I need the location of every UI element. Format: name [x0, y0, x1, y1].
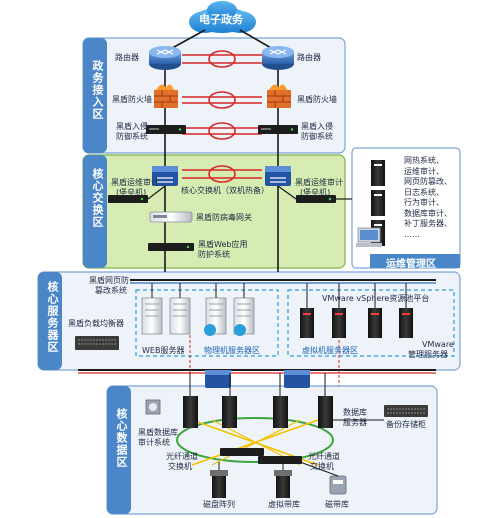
- zone-server-title: 核心服务器区: [46, 281, 59, 353]
- core-switch-left-icon: [152, 166, 178, 186]
- waf-icon: [148, 243, 194, 251]
- core-switch-label: 核心交换机（双机热备）: [181, 186, 269, 195]
- vm-zone-label: 虚拟机服务器区: [302, 346, 358, 355]
- bastion-right-label-line1: 黑盾运维审计: [295, 178, 343, 187]
- ops-item: 补丁服务器、: [404, 219, 452, 228]
- ops-item: 行为审计、: [404, 198, 444, 207]
- tape-library-label: 磁带库: [325, 500, 349, 509]
- vmware-mgmt-label-line2: 管理服务器: [408, 350, 448, 359]
- san-switch-left-icon: [205, 370, 231, 388]
- db-server-label-line1: 数据库: [343, 408, 367, 417]
- waf-label-line2: 防护系统: [198, 250, 230, 259]
- server-bus: [78, 279, 436, 374]
- db-node-1-icon: [183, 396, 198, 428]
- trunk-lines: [164, 60, 279, 272]
- router-left-icon: [149, 46, 181, 70]
- load-balancer-icon: [75, 336, 119, 350]
- web-server-1-icon: [141, 297, 163, 335]
- server-drops: [151, 283, 407, 308]
- ids-label-line1: 黑盾入侵: [116, 122, 148, 131]
- router-label: 路由器: [115, 53, 139, 62]
- fc-left-label-line1: 光纤通道: [166, 452, 198, 461]
- bastion-left-label-line2: (堡垒机): [116, 188, 147, 197]
- core-switch-right-icon: [265, 166, 291, 186]
- db-audit-icon: [145, 399, 161, 415]
- tape-library-icon: [329, 475, 347, 495]
- ha-red-links: [182, 50, 262, 183]
- zone-exchange-title: 核心交换区: [91, 168, 104, 228]
- vtl-icon: [274, 470, 292, 498]
- cloud-label: 电子政务: [199, 13, 243, 26]
- fc-left-label-line2: 交换机: [168, 462, 192, 471]
- ops-item: 日志系统、: [404, 187, 444, 197]
- vmware-mgmt-label-line1: VMware: [422, 340, 454, 349]
- ops-item: ……: [404, 229, 420, 239]
- bastion-right-label-line2: (堡垒机): [300, 188, 331, 197]
- physical-server-2-icon: [233, 297, 255, 336]
- load-balancer-label: 黑盾负载均衡器: [68, 319, 124, 328]
- ids-right-label-line2: 防御系统: [301, 132, 333, 141]
- san-switch-right-icon: [284, 370, 310, 388]
- vm-server-3-icon: [368, 308, 382, 338]
- ids-label-line2: 防御系统: [116, 132, 148, 141]
- ops-workstation-icon: [356, 227, 382, 247]
- fc-right-label-line1: 光纤通道: [308, 452, 340, 461]
- storage-links: [218, 461, 339, 477]
- ops-item: 网热系统、: [404, 156, 444, 165]
- fc-switch-left-icon: [220, 448, 264, 456]
- ops-item: 数据库审计、: [404, 208, 452, 218]
- vtl-label: 虚拟带库: [268, 500, 300, 509]
- firewall-label: 黑盾防火墙: [112, 95, 152, 104]
- db-audit-label-line2: 审计系统: [138, 438, 170, 447]
- zone-ops-title: 运维管理区: [386, 259, 436, 270]
- db-node-3-icon: [273, 396, 288, 428]
- bastion-left-label-line1: 黑盾运维审计: [111, 178, 159, 187]
- vm-server-2-icon: [332, 308, 346, 338]
- bastion-right-icon: [296, 195, 336, 203]
- backup-label: 备份存储柜: [386, 420, 426, 429]
- zone-data-title: 核心数据区: [115, 408, 128, 468]
- db-audit-label-line1: 黑盾数据库: [138, 428, 178, 437]
- ops-item: 运维审计、: [404, 166, 444, 176]
- ops-server-2-icon: [371, 190, 385, 216]
- firewall-label-right: 黑盾防火墙: [297, 95, 337, 104]
- antivirus-gateway-icon: [149, 211, 193, 223]
- firewall-right-icon: [267, 84, 291, 108]
- ops-system-list: 网热系统、 运维审计、 网页防篡改、 日志系统、 行为审计、 数据库审计、 补丁…: [404, 156, 452, 240]
- ids-left-icon: [146, 125, 186, 134]
- web-server-2-icon: [169, 297, 191, 335]
- fc-right-label-line2: 交换机: [310, 462, 334, 471]
- bastion-left-icon: [108, 195, 148, 203]
- firewall-left-icon: [154, 84, 178, 108]
- disk-array-label: 磁盘阵列: [203, 500, 235, 509]
- tamper-label-line1: 黑盾网页防: [89, 276, 129, 285]
- fc-switch-right-icon: [258, 456, 302, 464]
- vm-server-4-icon: [399, 308, 413, 338]
- router-right-icon: [262, 46, 294, 70]
- vm-server-1-icon: [300, 308, 314, 338]
- ids-right-icon: [258, 125, 298, 134]
- disk-array-icon: [210, 470, 228, 498]
- db-server-label-line2: 服务器: [343, 418, 367, 427]
- cloud-egov: [189, 1, 256, 33]
- bastion-links: [147, 185, 352, 200]
- antivirus-label: 黑盾防病毒网关: [196, 213, 252, 222]
- physical-zone-label: 物理机服务器区: [204, 346, 260, 355]
- web-server-label: WEB服务器: [142, 346, 185, 355]
- data-drops: [189, 373, 326, 396]
- tamper-label-line2: 篡改系统: [95, 286, 127, 295]
- ops-server-1-icon: [371, 160, 385, 186]
- ops-item: 网页防篡改、: [404, 177, 452, 186]
- db-node-2-icon: [222, 396, 237, 428]
- waf-label-line1: 黑盾Web应用: [198, 240, 248, 249]
- backup-cabinet-icon: [384, 405, 428, 417]
- zone-access-title: 政务接入区: [91, 60, 104, 120]
- router-label-right: 路由器: [297, 53, 321, 62]
- db-node-4-icon: [318, 396, 333, 428]
- physical-server-1-icon: [204, 297, 227, 336]
- ids-right-label-line1: 黑盾入侵: [301, 122, 333, 131]
- vmware-platform-label: VMware vSphere资源池平台: [322, 294, 430, 303]
